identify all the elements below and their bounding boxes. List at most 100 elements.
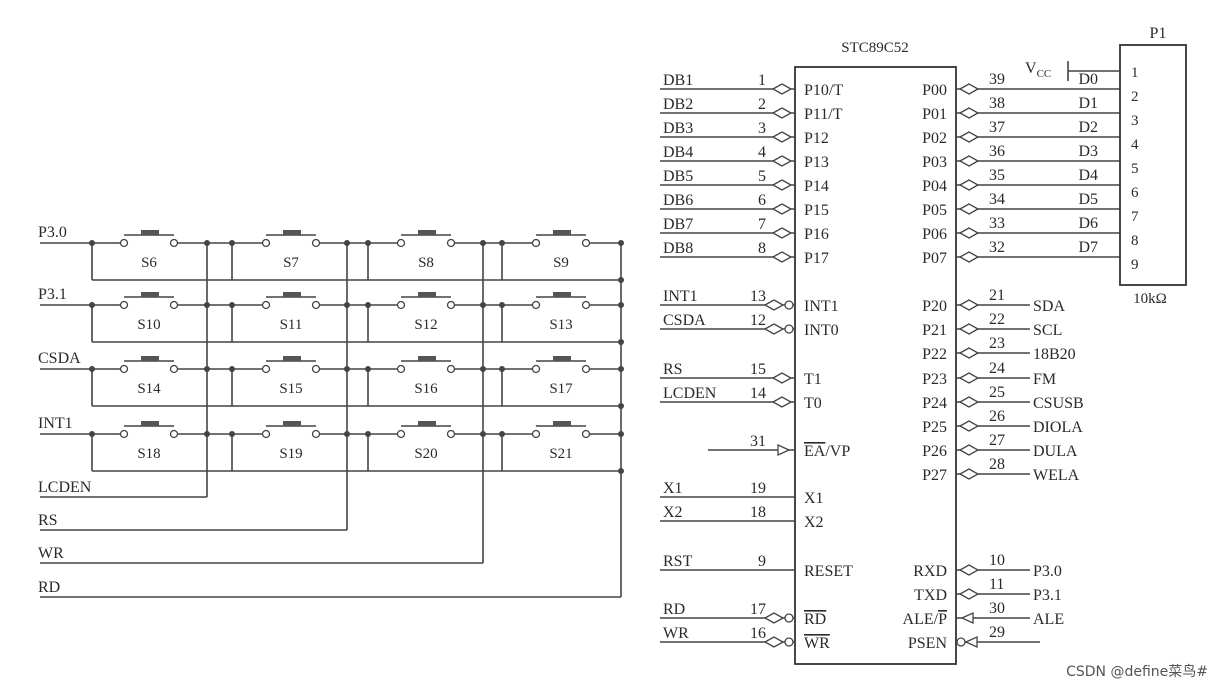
connector-body bbox=[1119, 44, 1187, 286]
io-marker-6 bbox=[771, 203, 793, 215]
net-label-db2: DB2 bbox=[663, 96, 693, 113]
switch-s10-contact-a bbox=[119, 300, 129, 310]
switch-s17-button-cap bbox=[553, 356, 571, 361]
switch-s11-contact-b bbox=[311, 300, 321, 310]
switch-s13-label: S13 bbox=[549, 317, 572, 333]
pin-name-int0: INT0 bbox=[804, 322, 839, 339]
switch-s17-junction bbox=[499, 366, 505, 372]
switch-s12-label: S12 bbox=[414, 317, 437, 333]
switch-s10-junction bbox=[89, 302, 95, 308]
net-label-rd: RD bbox=[663, 601, 685, 618]
net-label-int1: INT1 bbox=[663, 288, 698, 305]
pin-number-29: 29 bbox=[989, 624, 1005, 641]
switch-s21-contact-a bbox=[531, 429, 541, 439]
switch-s7-button-cap bbox=[283, 230, 301, 235]
switch-s8-button-cap bbox=[418, 230, 436, 235]
switch-s12-contact-b bbox=[446, 300, 456, 310]
pin-name-p12: P12 bbox=[804, 130, 829, 147]
pin-name-t0: T0 bbox=[804, 395, 822, 412]
net-label-ale: ALE bbox=[1033, 611, 1064, 628]
pin-name-p21: P21 bbox=[922, 322, 947, 339]
connector-pin-1: 1 bbox=[1131, 65, 1139, 81]
io-marker-13 bbox=[763, 299, 785, 311]
connector-pin-8: 8 bbox=[1131, 233, 1139, 249]
io-marker-37 bbox=[958, 131, 980, 143]
switch-s14-contact-a bbox=[119, 364, 129, 374]
pin-name-p06: P06 bbox=[922, 226, 947, 243]
pin-number-35: 35 bbox=[989, 167, 1005, 184]
pin-number-13: 13 bbox=[750, 288, 766, 305]
invert-bubble-29 bbox=[956, 637, 966, 647]
io-marker-10 bbox=[958, 564, 980, 576]
switch-s18-contact-a bbox=[119, 429, 129, 439]
watermark: CSDN @define菜鸟# bbox=[1066, 664, 1208, 680]
net-label-d5: D5 bbox=[1078, 191, 1098, 208]
io-marker-34 bbox=[958, 203, 980, 215]
io-marker-26 bbox=[958, 420, 980, 432]
row-net-csda: CSDA bbox=[38, 350, 81, 367]
switch-s21-junction bbox=[499, 431, 505, 437]
pin-number-12: 12 bbox=[750, 312, 766, 329]
switch-s7-junction bbox=[229, 240, 235, 246]
row-net-int1: INT1 bbox=[38, 415, 73, 432]
switch-s6-contact-b bbox=[169, 238, 179, 248]
switch-s8-contact-a bbox=[396, 238, 406, 248]
row-return-junction-2 bbox=[618, 339, 624, 345]
pin-number-3: 3 bbox=[758, 120, 766, 137]
pin-number-30: 30 bbox=[989, 600, 1005, 617]
io-marker-4 bbox=[771, 155, 793, 167]
switch-s11-junction bbox=[229, 302, 235, 308]
pin-name-p05: P05 bbox=[922, 202, 947, 219]
pin-name-psen: PSEN bbox=[908, 635, 948, 652]
connector-pin-5: 5 bbox=[1131, 161, 1139, 177]
pin-number-26: 26 bbox=[989, 408, 1005, 425]
pin-number-11: 11 bbox=[989, 576, 1004, 593]
connector-pin-3: 3 bbox=[1131, 113, 1139, 129]
pin-number-14: 14 bbox=[750, 385, 766, 402]
pin-name-p07: P07 bbox=[922, 250, 947, 267]
connector-pin-7: 7 bbox=[1131, 209, 1139, 225]
switch-s19-button-cap bbox=[283, 421, 301, 426]
switch-s20-label: S20 bbox=[414, 446, 437, 462]
switch-s21-label: S21 bbox=[549, 446, 572, 462]
net-label-scl: SCL bbox=[1033, 322, 1062, 339]
switch-s9-junction bbox=[499, 240, 505, 246]
pin-number-24: 24 bbox=[989, 360, 1005, 377]
invert-bubble-17 bbox=[784, 613, 794, 623]
net-label-d1: D1 bbox=[1078, 95, 1098, 112]
pin-number-17: 17 bbox=[750, 601, 766, 618]
switch-s16-junction bbox=[365, 366, 371, 372]
pin-number-19: 19 bbox=[750, 480, 766, 497]
switch-s9-contact-b bbox=[581, 238, 591, 248]
io-marker-17 bbox=[763, 612, 785, 624]
io-marker-16 bbox=[763, 636, 785, 648]
pin-name-txd: TXD bbox=[914, 587, 947, 604]
pin-name-t1: T1 bbox=[804, 371, 822, 388]
io-marker-36 bbox=[958, 155, 980, 167]
switch-s8-contact-b bbox=[446, 238, 456, 248]
net-label-csusb: CSUSB bbox=[1033, 395, 1084, 412]
io-marker-35 bbox=[958, 179, 980, 191]
pin-name-x2: X2 bbox=[804, 514, 824, 531]
pin-number-33: 33 bbox=[989, 215, 1005, 232]
switch-s20-contact-b bbox=[446, 429, 456, 439]
pin-name-p27: P27 bbox=[922, 467, 947, 484]
pin-name-p01: P01 bbox=[922, 106, 947, 123]
switch-s21-button-cap bbox=[553, 421, 571, 426]
io-marker-24 bbox=[958, 372, 980, 384]
net-label-db1: DB1 bbox=[663, 72, 693, 89]
io-marker-7 bbox=[771, 227, 793, 239]
pin-name-reset: RESET bbox=[804, 563, 853, 580]
switch-s10-button-cap bbox=[141, 292, 159, 297]
invert-bubble-13 bbox=[784, 300, 794, 310]
pin-name-p23: P23 bbox=[922, 371, 947, 388]
row-net-p30: P3.0 bbox=[38, 224, 67, 241]
switch-s13-junction bbox=[499, 302, 505, 308]
connector-pin-6: 6 bbox=[1131, 185, 1139, 201]
pin-name-p16: P16 bbox=[804, 226, 829, 243]
pin-name-p02: P02 bbox=[922, 130, 947, 147]
io-marker-2 bbox=[771, 107, 793, 119]
pin-name-p14: P14 bbox=[804, 178, 829, 195]
switch-s12-button-cap bbox=[418, 292, 436, 297]
